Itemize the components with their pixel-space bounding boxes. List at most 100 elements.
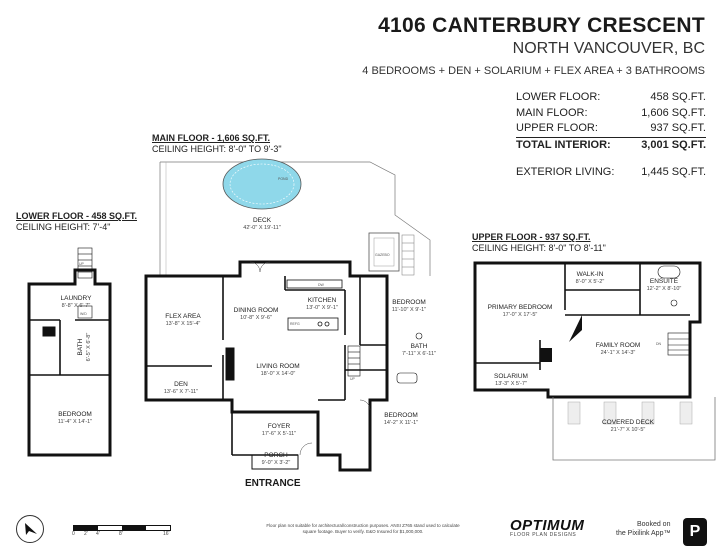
- upper-floor-title: UPPER FLOOR - 937 SQ.FT.: [472, 232, 591, 242]
- walk-in-size: 8'-0" X 5'-2": [576, 279, 605, 285]
- main-up-label: UP: [350, 377, 356, 381]
- entrance-label: ENTRANCE: [245, 478, 301, 489]
- main-floor-interior-walls: [146, 276, 387, 456]
- area-label: TOTAL INTERIOR:: [516, 138, 611, 151]
- upper-chimney: [569, 315, 582, 342]
- porch-label: PORCH: [264, 452, 288, 459]
- ensuite-label: ENSUITE: [650, 278, 679, 285]
- disclaimer-text: Floor plan not suitable for architectura…: [266, 523, 460, 534]
- area-summary-table: LOWER FLOOR: 458 SQ.FT. MAIN FLOOR: 1,606 …: [516, 90, 706, 181]
- lower-floor-title: LOWER FLOOR - 458 SQ.FT.: [16, 211, 138, 221]
- lower-bath-size: 6'-5" X 6'-8": [86, 333, 92, 362]
- flex-area-size: 13'-8" X 15'-4": [166, 321, 201, 327]
- upper-stairs: [667, 332, 691, 356]
- main-bath-size: 7'-11" X 6'-11": [402, 351, 436, 357]
- lower-bedroom-size: 11'-4" X 14'-1": [58, 419, 92, 425]
- laundry-label: LAUNDRY: [61, 295, 93, 302]
- main-bath-label: BATH: [411, 343, 428, 350]
- area-value: 458 SQ.FT.: [650, 91, 706, 103]
- property-address-title: 4106 CANTERBURY CRESCENT: [378, 14, 705, 37]
- bedroom-2-label: BEDROOM: [384, 412, 418, 419]
- den-size: 13'-6" X 7'-11": [164, 389, 198, 395]
- area-label: EXTERIOR LIVING:: [516, 166, 615, 178]
- scale-tick: 0: [72, 531, 75, 537]
- living-room-label: LIVING ROOM: [256, 363, 299, 370]
- deck-size: 42'-0" X 19'-11": [243, 225, 280, 231]
- gazebo-outline: [368, 232, 400, 272]
- dining-room-label: DINING ROOM: [234, 307, 279, 314]
- pond-label: POND: [278, 177, 289, 181]
- booked-on-text: Booked on the Pixilink App™: [616, 521, 670, 538]
- pond-shape: [222, 158, 302, 210]
- area-label: UPPER FLOOR:: [516, 122, 598, 134]
- area-row-total: TOTAL INTERIOR:3,001 SQ.FT.: [516, 138, 706, 154]
- area-label: LOWER FLOOR:: [516, 91, 601, 103]
- scale-bar: 0 2' 4' 8' 16': [72, 525, 171, 538]
- main-stairs: [347, 345, 361, 377]
- booked-line-2: the Pixilink App™: [616, 529, 671, 537]
- laundry-size: 8'-8" X 6'-7": [62, 303, 91, 309]
- lower-floor-plan: [27, 247, 112, 457]
- main-floor-title: MAIN FLOOR - 1,606 SQ.FT.: [152, 133, 271, 143]
- primary-bedroom-size: 17'-0" X 17'-5": [503, 312, 538, 318]
- washer-dryer-label: W/D: [80, 312, 87, 316]
- deck-outline: [159, 161, 431, 276]
- living-room-size: 18'-0" X 14'-0": [261, 371, 296, 377]
- area-row-lower: LOWER FLOOR: 458 SQ.FT.: [516, 90, 706, 106]
- property-summary: 4 BEDROOMS + DEN + SOLARIUM + FLEX AREA …: [362, 65, 705, 77]
- area-value: 1,606 SQ.FT.: [641, 106, 706, 119]
- upper-floor-exterior-walls: [473, 261, 702, 399]
- lower-floor-interior-walls: [29, 319, 110, 376]
- main-floor-ceiling: CEILING HEIGHT: 8'-0" TO 9'-3": [152, 144, 282, 154]
- covered-deck-outline: [552, 397, 716, 461]
- solarium-size: 13'-3" X 5'-7": [495, 381, 527, 387]
- pond-ring: [229, 163, 295, 205]
- scale-tick: 8': [119, 531, 123, 537]
- covered-deck-columns: [567, 401, 693, 425]
- dining-room-size: 10'-8" X 9'-6": [240, 315, 272, 321]
- kitchen-counters: [286, 279, 343, 331]
- scale-tick: 16': [163, 531, 170, 537]
- main-floor-plan: [144, 158, 431, 472]
- lower-floor-heading: LOWER FLOOR - 458 SQ.FT. CEILING HEIGHT:…: [16, 211, 137, 233]
- property-city: NORTH VANCOUVER, BC: [512, 40, 705, 57]
- compass-arrow-icon: [25, 523, 37, 535]
- washer-dryer: [77, 305, 93, 319]
- flex-area-label: FLEX AREA: [165, 313, 201, 320]
- brand-name: OPTIMUM: [510, 517, 585, 534]
- upper-floor-plan: [473, 261, 716, 461]
- solarium-label: SOLARIUM: [494, 373, 528, 380]
- upper-chimney-2: [540, 348, 552, 362]
- scale-tick: 2': [84, 531, 88, 537]
- scale-tick: 4': [96, 531, 100, 537]
- area-label: MAIN FLOOR:: [516, 106, 588, 119]
- optimum-logo: OPTIMUM FLOOR PLAN DESIGNS: [510, 517, 584, 538]
- deck-stairs: [401, 234, 415, 276]
- bedroom-2-size: 14'-2" X 11'-1": [384, 420, 418, 426]
- main-door-swings: [249, 261, 371, 456]
- lower-floor-ceiling: CEILING HEIGHT: 7'-4": [16, 222, 111, 232]
- dishwasher-label: DW: [318, 283, 325, 287]
- family-room-label: FAMILY ROOM: [596, 342, 641, 349]
- lower-floor-exterior-walls: [27, 268, 112, 457]
- ensuite-size: 12'-2" X 8'-10": [647, 286, 682, 292]
- porch-outline: [251, 454, 299, 470]
- area-value: 937 SQ.FT.: [650, 122, 706, 134]
- upper-floor-ceiling: CEILING HEIGHT: 8'-0" TO 8'-11": [472, 243, 606, 253]
- ensuite-fixtures: [657, 265, 681, 307]
- covered-deck-label: COVERED DECK: [602, 419, 655, 426]
- booked-line-1: Booked on: [637, 521, 671, 528]
- main-floor-exterior-walls: [144, 260, 389, 472]
- bedroom-1-label: BEDROOM: [392, 299, 426, 306]
- fireplace: [225, 347, 235, 381]
- pixilink-app-icon[interactable]: P: [683, 518, 707, 546]
- gazebo-inner: [373, 237, 395, 267]
- main-floor-heading: MAIN FLOOR - 1,606 SQ.FT. CEILING HEIGHT…: [152, 133, 282, 155]
- family-room-size: 24'-1" X 14'-3": [601, 350, 636, 356]
- upper-floor-heading: UPPER FLOOR - 937 SQ.FT. CEILING HEIGHT:…: [472, 232, 606, 254]
- lower-up-label: UP: [79, 262, 85, 266]
- fridge-label: REFG: [290, 322, 300, 326]
- area-row-upper: UPPER FLOOR: 937 SQ.FT.: [516, 121, 706, 138]
- covered-deck-size: 21'-7" X 10'-5": [611, 427, 646, 433]
